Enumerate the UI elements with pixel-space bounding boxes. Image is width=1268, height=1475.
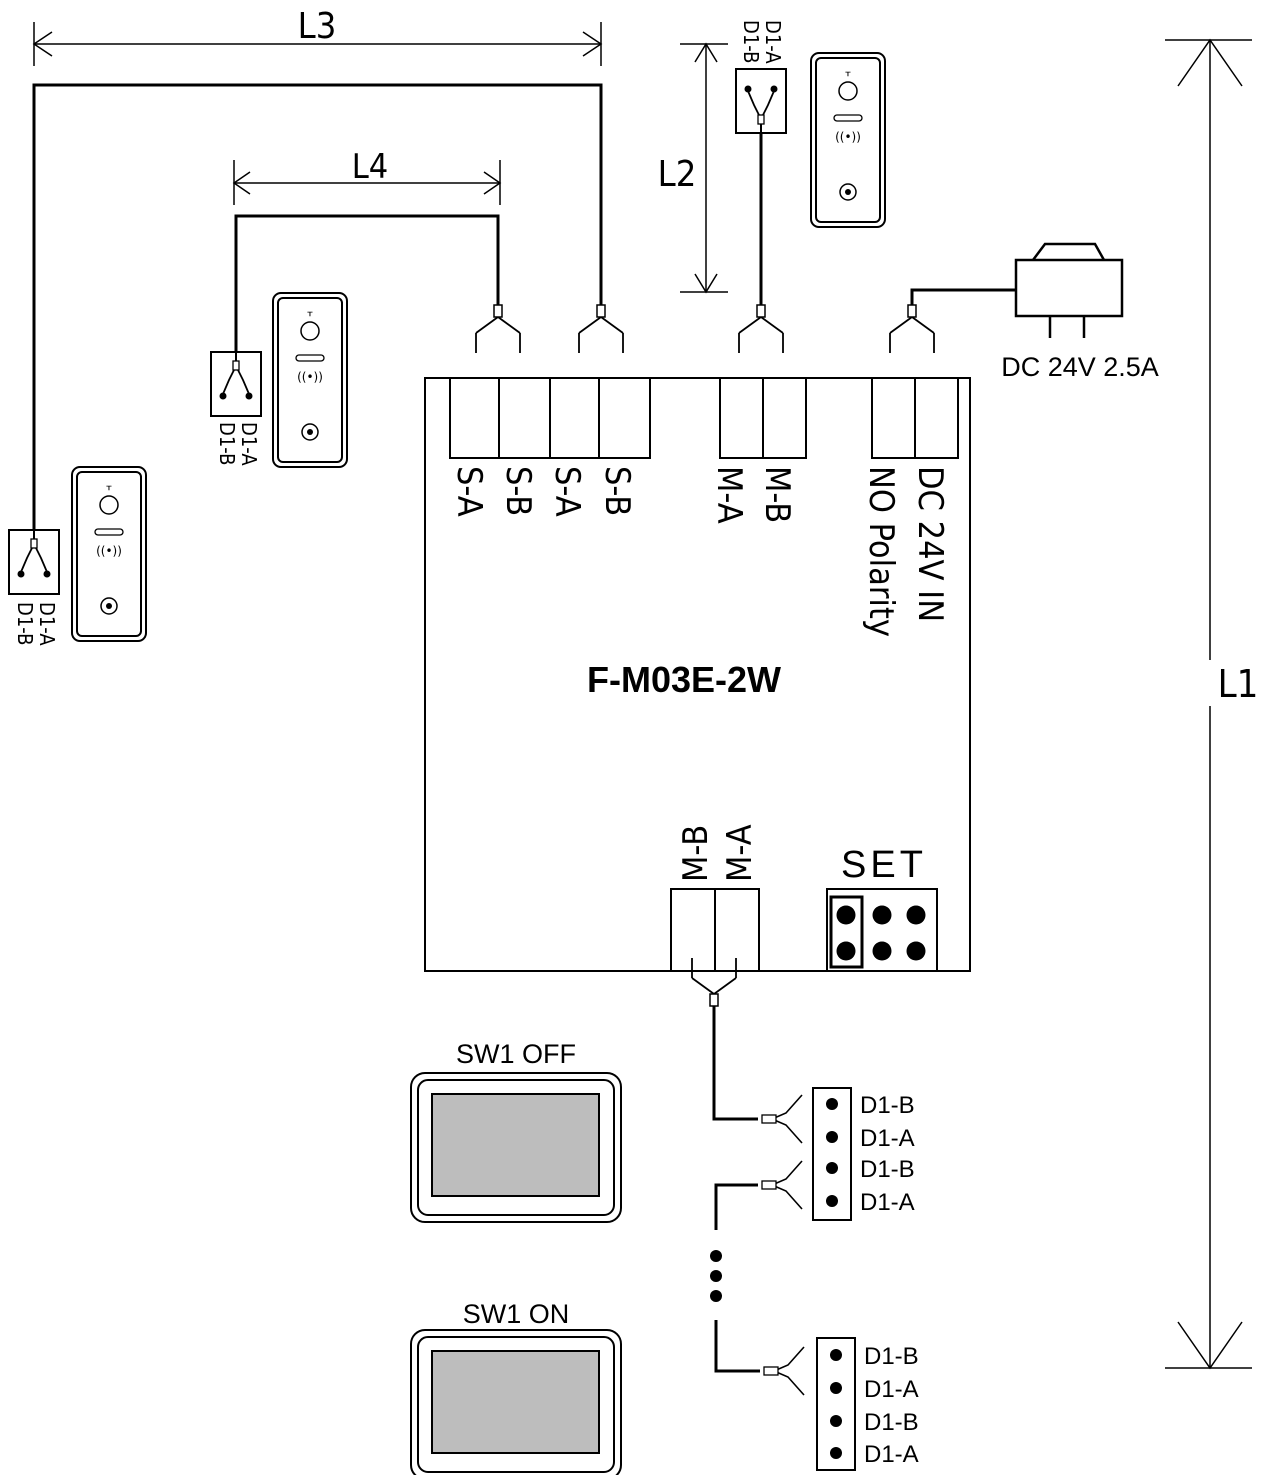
svg-text:D1-A: D1-A	[860, 1189, 915, 1216]
junction-box-1	[8, 529, 60, 595]
set-jumper: SET	[826, 844, 938, 972]
svg-text:M-A: M-A	[709, 466, 749, 524]
svg-text:D1-B: D1-B	[860, 1092, 915, 1119]
wires-monitors	[712, 1006, 760, 1373]
svg-text:D1-A: D1-A	[864, 1376, 919, 1403]
outdoor-unit-1	[71, 466, 147, 642]
junction-labels-2: D1-A D1-B	[215, 422, 261, 466]
dimension-l1: L1	[1165, 38, 1260, 1370]
svg-text:NO Polarity: NO Polarity	[861, 466, 901, 637]
l1-label: L1	[1218, 662, 1259, 706]
power-adapter: DC 24V 2.5A	[1001, 242, 1159, 382]
svg-text:S-A: S-A	[449, 466, 489, 517]
svg-text:D1-B: D1-B	[13, 602, 37, 645]
monitor-1-label: SW1 OFF	[456, 1039, 576, 1069]
svg-text:M-B: M-B	[757, 466, 797, 523]
svg-text:D1-A: D1-A	[864, 1441, 919, 1468]
dimension-l4: L4	[232, 147, 502, 205]
dimension-l2: L2	[658, 42, 728, 294]
svg-text:S-A: S-A	[547, 466, 587, 517]
svg-text:D1-A: D1-A	[761, 20, 785, 64]
outdoor-unit-2	[272, 292, 348, 468]
wires-outdoor	[32, 83, 1016, 530]
l3-label: L3	[298, 6, 337, 47]
dimension-l3: L3	[32, 6, 603, 66]
svg-text:D1-B: D1-B	[739, 20, 763, 63]
controller-model: F-M03E-2W	[587, 659, 781, 700]
l2-label: L2	[658, 154, 697, 195]
svg-text:M-B: M-B	[676, 825, 716, 882]
junction-labels-1: D1-A D1-B	[13, 602, 59, 646]
svg-text:D1-A: D1-A	[860, 1125, 915, 1152]
set-label: SET	[841, 844, 927, 886]
top-terminal-labels: S-A S-B S-A S-B M-A M-B NO Polarity DC 2…	[449, 466, 950, 637]
junction-box-3	[735, 68, 787, 134]
junction-box-2	[210, 351, 262, 417]
power-supply-label: DC 24V 2.5A	[1001, 352, 1159, 382]
monitor-2-label: SW1 ON	[463, 1299, 570, 1329]
svg-text:D1-B: D1-B	[860, 1156, 915, 1183]
svg-text:D1-A: D1-A	[237, 422, 261, 466]
svg-text:DC 24V IN: DC 24V IN	[910, 466, 950, 622]
outdoor-unit-3	[810, 52, 886, 228]
monitor-terminal-strip-2: D1-B D1-A D1-B D1-A	[816, 1337, 919, 1471]
svg-text:S-B: S-B	[498, 466, 538, 516]
monitor-terminal-strip-1: D1-B D1-A D1-B D1-A	[812, 1087, 915, 1221]
svg-text:D1-B: D1-B	[215, 422, 239, 465]
svg-text:D1-A: D1-A	[35, 602, 59, 646]
continuation-dots	[710, 1250, 722, 1302]
svg-text:D1-B: D1-B	[864, 1343, 919, 1370]
svg-text:M-A: M-A	[720, 824, 760, 882]
svg-text:S-B: S-B	[597, 466, 637, 516]
bottom-terminal-labels: M-B M-A	[676, 824, 760, 882]
monitor-1: SW1 OFF	[410, 1039, 622, 1223]
controller-box: S-A S-B S-A S-B M-A M-B NO Polarity DC 2…	[424, 304, 971, 1007]
junction-labels-3: D1-A D1-B	[739, 20, 785, 64]
svg-text:D1-B: D1-B	[864, 1409, 919, 1436]
monitor-2: SW1 ON	[410, 1299, 622, 1475]
l4-label: L4	[352, 147, 389, 187]
